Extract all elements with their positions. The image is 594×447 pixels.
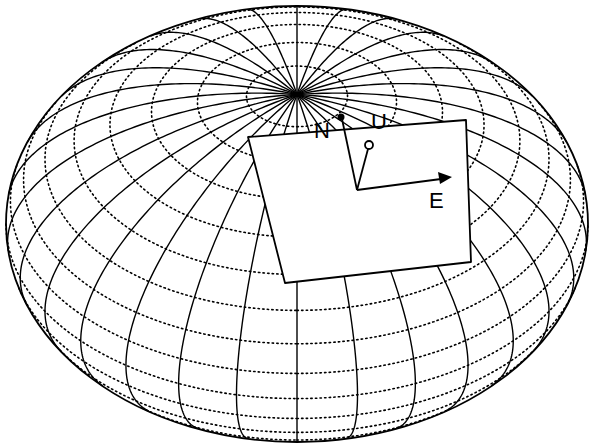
east-arrowhead <box>438 172 452 184</box>
up-axis <box>357 149 368 190</box>
meridian-line <box>297 68 532 96</box>
enu-axes <box>342 119 441 190</box>
up-circle <box>365 141 373 149</box>
axis-label: N <box>314 120 330 142</box>
north-axis <box>342 119 357 190</box>
meridian-line <box>297 10 346 95</box>
east-axis <box>357 179 441 190</box>
meridian-line <box>27 84 297 143</box>
tangent-plane <box>248 120 471 283</box>
meridian-line <box>45 94 297 350</box>
axis-label: U <box>371 111 387 133</box>
meridian-line <box>62 68 297 96</box>
axis-label: E <box>429 190 444 212</box>
ellipsoid-outline <box>6 6 588 442</box>
graticule <box>6 7 588 442</box>
north-dot <box>338 114 345 121</box>
meridian-line <box>8 94 297 251</box>
meridian-line <box>296 7 297 95</box>
